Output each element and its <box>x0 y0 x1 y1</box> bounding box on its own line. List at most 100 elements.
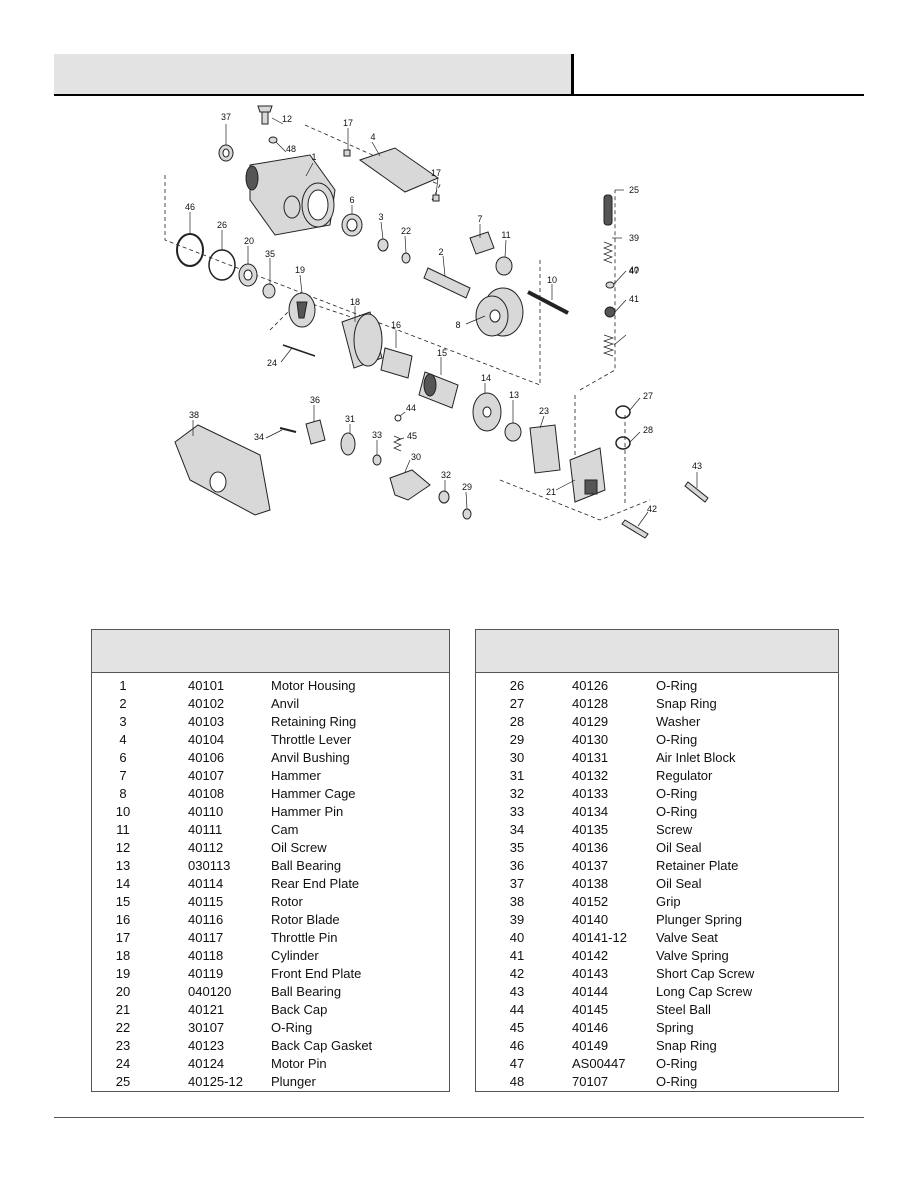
part-description: Throttle Lever <box>271 732 352 747</box>
part-code: 40103 <box>188 714 225 729</box>
part-code: 40114 <box>188 876 224 891</box>
part-number-index: 11 <box>116 822 130 837</box>
part-number-index: 19 <box>115 966 131 981</box>
part-description: O-Ring <box>656 1056 698 1071</box>
callout-label: 7 <box>477 214 482 224</box>
part-number-index: 21 <box>115 1002 131 1017</box>
part-code: 030113 <box>188 858 231 873</box>
part-description: Motor Housing <box>271 678 356 693</box>
callout-label: 27 <box>643 391 653 401</box>
part-description: Rotor Blade <box>271 912 340 927</box>
part-number-index: 29 <box>509 732 525 747</box>
part-description: O-Ring <box>271 1020 313 1035</box>
part-description: Grip <box>656 894 681 909</box>
part-description: O-Ring <box>656 678 698 693</box>
part-number-index: 7 <box>119 768 127 783</box>
callout-label: 32 <box>441 470 451 480</box>
part-description: Hammer Cage <box>271 786 356 801</box>
callout-label: 21 <box>546 487 556 497</box>
part-code: 40119 <box>188 966 224 981</box>
part-description: Rotor <box>271 894 303 909</box>
callout-label: 2 <box>438 247 443 257</box>
callout-label: 3 <box>378 212 383 222</box>
part-code: 40111 <box>188 822 223 837</box>
callout-label: 47 <box>629 266 639 276</box>
callout-label: 18 <box>350 297 360 307</box>
callout-label: 4 <box>370 132 375 142</box>
part-code: 40112 <box>188 840 224 855</box>
part-number-index: 17 <box>115 930 131 945</box>
part-code: 40137 <box>572 858 609 873</box>
callout-label: 20 <box>244 236 254 246</box>
callout-label: 22 <box>401 226 411 236</box>
footer-rule <box>54 1117 864 1118</box>
part-number-index: 25 <box>115 1074 131 1089</box>
callout-label: 38 <box>189 410 199 420</box>
part-number-index: 28 <box>509 714 525 729</box>
callout-label: 23 <box>539 406 549 416</box>
part-description: O-Ring <box>656 804 698 819</box>
part-number-index: 15 <box>115 894 131 909</box>
part-number-index: 1 <box>119 678 127 693</box>
part-code: 40130 <box>572 732 609 747</box>
part-number-index: 36 <box>509 858 525 873</box>
callout-label: 44 <box>406 403 416 413</box>
part-code: 40117 <box>188 930 224 945</box>
part-number-index: 45 <box>509 1020 525 1035</box>
part-description: Ball Bearing <box>271 984 342 999</box>
callout-label: 33 <box>372 430 382 440</box>
part-code: 40145 <box>572 1002 609 1017</box>
callout-label: 10 <box>547 275 557 285</box>
callout-label: 19 <box>295 265 305 275</box>
part-number-index: 40 <box>509 930 525 945</box>
callout-label: 15 <box>437 348 447 358</box>
part-code: 40115 <box>188 894 224 909</box>
callout-label: 1 <box>311 152 316 162</box>
part-number-index: 37 <box>509 876 525 891</box>
part-description: Oil Screw <box>271 840 327 855</box>
part-description: Cylinder <box>271 948 319 963</box>
part-description: Washer <box>656 714 701 729</box>
part-number-index: 30 <box>509 750 525 765</box>
part-code: 40149 <box>572 1038 609 1053</box>
part-description: Throttle Pin <box>271 930 338 945</box>
callout-label: 48 <box>286 144 296 154</box>
callout-label: 24 <box>267 358 277 368</box>
part-code: 40146 <box>572 1020 609 1035</box>
part-description: Hammer Pin <box>271 804 344 819</box>
part-number-index: 23 <box>115 1038 131 1053</box>
part-code: 40106 <box>188 750 225 765</box>
part-code: 40124 <box>188 1056 225 1071</box>
motor-housing-part <box>245 154 336 236</box>
part-description: Long Cap Screw <box>656 984 753 999</box>
part-description: Screw <box>656 822 693 837</box>
callout-label: 6 <box>349 195 354 205</box>
callout-label: 37 <box>221 112 231 122</box>
part-description: Motor Pin <box>271 1056 327 1071</box>
callout-label: 26 <box>217 220 227 230</box>
header-bar <box>54 54 572 94</box>
callout-label: 25 <box>629 185 639 195</box>
callout-label: 28 <box>643 425 653 435</box>
part-code: 40123 <box>188 1038 225 1053</box>
callout-label: 43 <box>692 461 702 471</box>
header-rule <box>54 94 864 96</box>
part-code: 40136 <box>572 840 609 855</box>
part-number-index: 43 <box>509 984 525 999</box>
